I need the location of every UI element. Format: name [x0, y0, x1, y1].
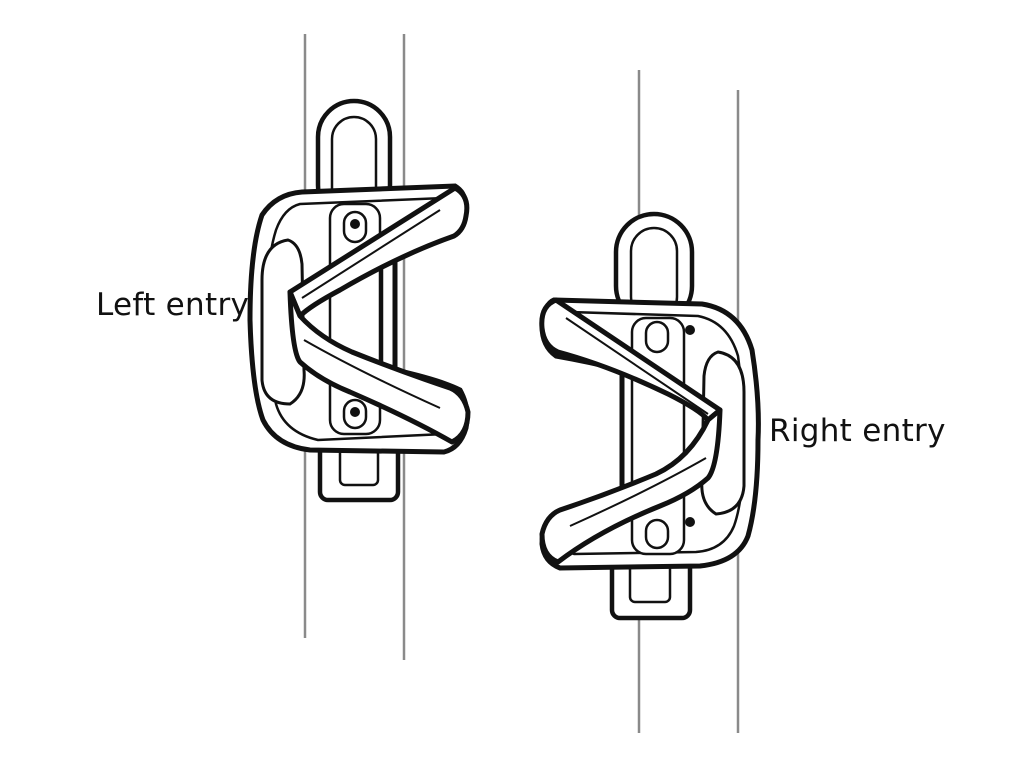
arm-highlight [301, 209, 441, 299]
right-entry-cage [539, 70, 761, 733]
left-entry-label: Left entry [96, 287, 250, 323]
right-entry-label: Right entry [769, 413, 946, 449]
side-recess [260, 238, 306, 406]
bottom-bolt [350, 407, 360, 417]
top-bolt [350, 219, 360, 229]
left-entry-cage [247, 34, 471, 660]
upper-arm [539, 297, 723, 423]
bottom-bolt-slot [644, 518, 670, 550]
arm-highlight [565, 317, 709, 415]
arm-highlight [303, 339, 441, 409]
lower-arm [539, 407, 723, 565]
top-bolt [685, 325, 695, 335]
bottom-bolt [685, 517, 695, 527]
top-bolt-slot [644, 320, 670, 354]
arm-highlight [569, 457, 707, 527]
lower-arm [287, 289, 471, 445]
